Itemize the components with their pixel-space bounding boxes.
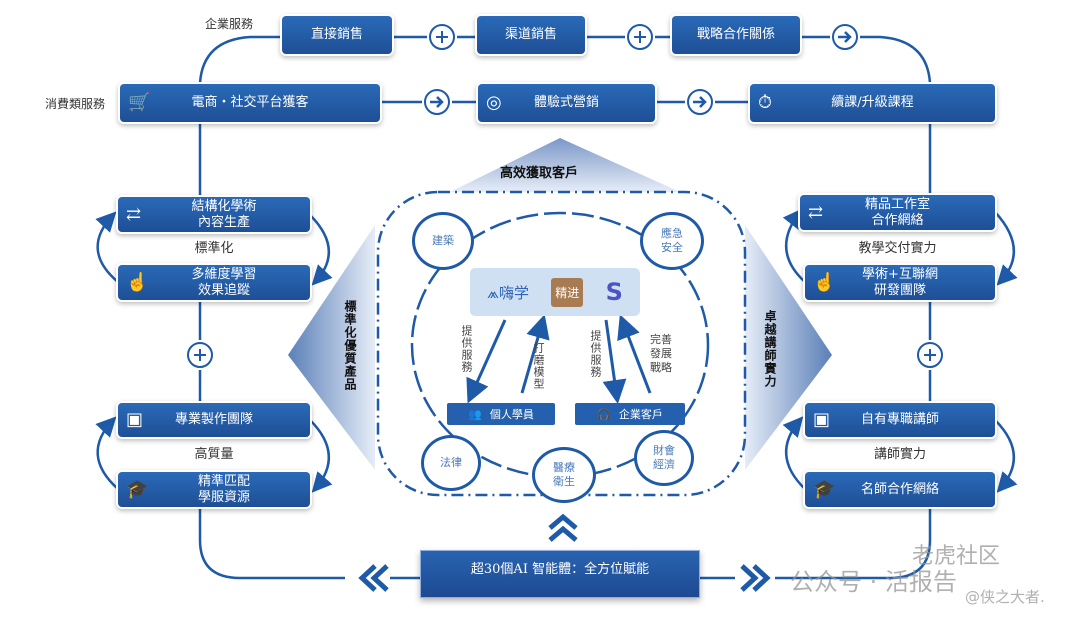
people-cycle-icon: ⇄ [126, 203, 142, 225]
platform-logos: ⩕嗨学 精进 S [470, 268, 640, 316]
ecommerce-box: 電商・社交平台獲客 [191, 95, 309, 110]
right-caption-2: 講師實力 [873, 447, 926, 462]
left-triangle [288, 225, 375, 470]
arrow-label-refine-model: 打磨模型 [532, 342, 545, 390]
right-caption-1: 教學交付實力 [858, 241, 937, 256]
watermark-1: 老虎社区 [912, 544, 1001, 569]
stopwatch-icon: ⏱ [758, 92, 773, 113]
right-box-4: 名師合作網絡 [860, 481, 939, 497]
direct-sales-box: 直接銷售 [282, 16, 392, 54]
left-caption-1: 標準化 [194, 241, 234, 256]
left-caption-2: 高質量 [194, 447, 234, 462]
strategic-partnership-box: 戰略合作關係 [672, 16, 800, 54]
domain-architecture: 建築 [412, 212, 474, 270]
group-icon: 👥 [468, 407, 482, 421]
left-box-4: 精準匹配 學服資源 [197, 473, 250, 505]
target-icon: ◎ [486, 92, 502, 113]
s-logo-icon: S [605, 278, 623, 306]
renewal-box: 續課/升級課程 [831, 95, 914, 110]
arrow-label-improve-strategy: 完善 發展 戰略 [650, 333, 672, 374]
left-box-1: 結構化學術 內容生產 [191, 198, 257, 230]
enterprise-clients-box: 🎧企業客戶 [575, 403, 685, 425]
domain-medical: 醫療 衛生 [532, 447, 596, 503]
shopping-cart-icon: 🛒 [128, 92, 151, 113]
domain-finance: 財會 經濟 [634, 430, 694, 486]
watermark-3: @侠之大者. [965, 588, 1045, 606]
touch-icon: ☝ [126, 271, 149, 293]
center-top-title: 高效獲取客戶 [500, 166, 579, 181]
arrow-label-provide-service-2: 提供服務 [589, 330, 602, 378]
domain-emergency-safety: 應急 安全 [640, 212, 704, 270]
touch-icon: ☝ [813, 271, 836, 293]
side-triangles [288, 138, 832, 470]
people-cycle-icon: ⇄ [808, 201, 824, 223]
experiential-marketing-box: 體驗式營銷 [533, 95, 599, 110]
left-chevron-icon [358, 564, 389, 592]
graduation-cap-icon: 🎓 [813, 478, 836, 500]
right-chevron-icon [740, 564, 771, 592]
consumer-services-label: 消費類服務 [45, 97, 106, 111]
graduation-cap-icon: 🎓 [126, 478, 149, 500]
right-triangle [745, 225, 832, 470]
presenter-icon: ▣ [126, 409, 144, 430]
right-box-1: 精品工作室 合作網絡 [864, 196, 930, 228]
channel-sales-box: 渠道銷售 [477, 16, 585, 54]
up-chevron-icon [548, 513, 578, 542]
jingjin-logo: 精进 [551, 277, 584, 307]
domain-law: 法律 [421, 435, 481, 491]
right-box-3: 自有專職講師 [860, 412, 939, 427]
watermark-2: 公众号 · 活报告 [790, 568, 957, 596]
right-side-title: 卓越講師實力 [763, 310, 777, 388]
left-side-title: 標準化優質產品 [343, 300, 357, 391]
right-box-2: 學術+互聯網 研發團隊 [862, 266, 938, 298]
top-triangle [450, 138, 680, 192]
left-box-3: 專業製作團隊 [174, 412, 253, 427]
presenter-icon: ▣ [813, 409, 831, 430]
individual-learners-box: 👥個人學員 [447, 403, 555, 425]
ai-agents-banner: 超30個AI 智能體：全方位賦能 [420, 550, 700, 598]
arrow-label-provide-service-1: 提供服務 [460, 325, 473, 373]
haixue-logo: ⩕嗨学 [487, 283, 529, 302]
enterprise-services-label: 企業服務 [205, 17, 254, 31]
headset-icon: 🎧 [597, 407, 611, 421]
left-box-2: 多維度學習 效果追蹤 [191, 266, 257, 298]
